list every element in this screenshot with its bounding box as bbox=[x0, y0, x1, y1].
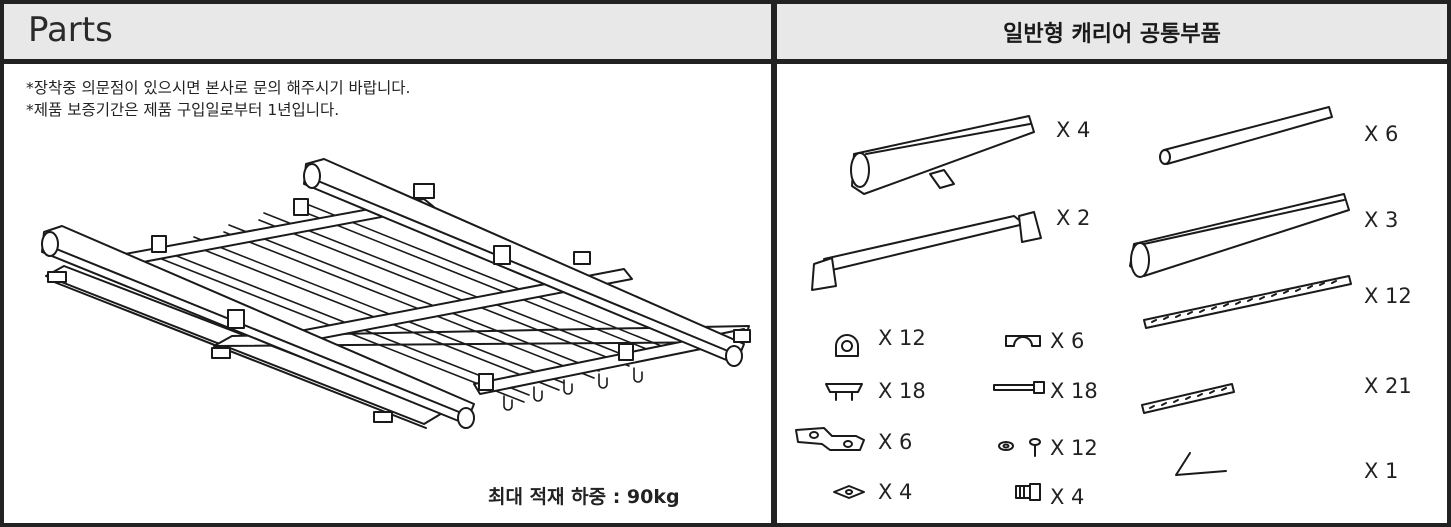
qty-cross-bar-with-feet: X 2 bbox=[1056, 206, 1091, 230]
base-bar-rear-icon bbox=[213, 325, 750, 347]
qty-serrated-strip-short: X 21 bbox=[1364, 374, 1412, 398]
qty-bracket-clip: X 18 bbox=[878, 379, 926, 403]
side-rail-left-icon bbox=[41, 225, 475, 429]
qty-side-rail-with-foot: X 4 bbox=[1056, 118, 1091, 142]
qty-knurled-nut: X 4 bbox=[1050, 485, 1085, 509]
side-rail-with-foot-icon bbox=[850, 115, 1035, 195]
header-divider bbox=[4, 59, 1447, 64]
hex-key-icon bbox=[1175, 452, 1227, 476]
qty-serrated-strip-long: X 12 bbox=[1364, 284, 1412, 308]
mounting-plate-icon bbox=[795, 427, 865, 451]
parts-header: Parts bbox=[4, 4, 771, 59]
saddle-clamp-icon bbox=[1005, 335, 1041, 347]
side-rail-profile-icon bbox=[1129, 193, 1350, 278]
round-clamp-cap-icon bbox=[835, 334, 859, 357]
note-warranty: *제품 보증기간은 제품 구입일로부터 1년입니다. bbox=[26, 101, 340, 119]
note-inquiry: *장착중 의문점이 있으시면 본사로 문의 해주시기 바랍니다. bbox=[26, 79, 411, 97]
installation-notes: *장착중 의문점이 있으시면 본사로 문의 해주시기 바랍니다. *제품 보증기… bbox=[26, 77, 410, 121]
column-divider bbox=[771, 4, 777, 523]
round-tube-icon bbox=[1159, 106, 1333, 165]
roof-carrier-illustration bbox=[41, 158, 751, 429]
qty-round-tube: X 6 bbox=[1364, 122, 1399, 146]
washer-and-screw-icon bbox=[998, 438, 1041, 457]
common-parts-title: 일반형 캐리어 공통부품 bbox=[1003, 21, 1221, 47]
slat-hooks-icon bbox=[503, 367, 643, 411]
qty-long-bolt: X 18 bbox=[1050, 379, 1098, 403]
qty-round-clamp-cap: X 12 bbox=[878, 326, 926, 350]
knurled-nut-icon bbox=[1015, 483, 1041, 501]
qty-side-rail-profile: X 3 bbox=[1364, 208, 1399, 232]
parts-title: Parts bbox=[28, 10, 113, 50]
serrated-strip-long-icon bbox=[1143, 275, 1352, 329]
qty-saddle-clamp: X 6 bbox=[1050, 329, 1085, 353]
long-bolt-icon bbox=[993, 381, 1045, 394]
square-nut-icon bbox=[833, 485, 865, 499]
common-parts-header: 일반형 캐리어 공통부품 bbox=[777, 4, 1447, 59]
max-load-label: 최대 적재 하중 : 90kg bbox=[488, 486, 680, 508]
cross-bar-with-feet-icon bbox=[811, 211, 1042, 291]
qty-hex-key: X 1 bbox=[1364, 459, 1399, 483]
side-rail-right-icon bbox=[303, 158, 745, 367]
qty-washer-and-screw: X 12 bbox=[1050, 436, 1098, 460]
qty-mounting-plate: X 6 bbox=[878, 430, 913, 454]
bracket-clip-icon bbox=[825, 383, 863, 401]
mount-feet-icon bbox=[47, 183, 751, 423]
qty-square-nut: X 4 bbox=[878, 480, 913, 504]
common-parts-illustrations bbox=[795, 106, 1352, 501]
serrated-strip-short-icon bbox=[1141, 383, 1235, 414]
